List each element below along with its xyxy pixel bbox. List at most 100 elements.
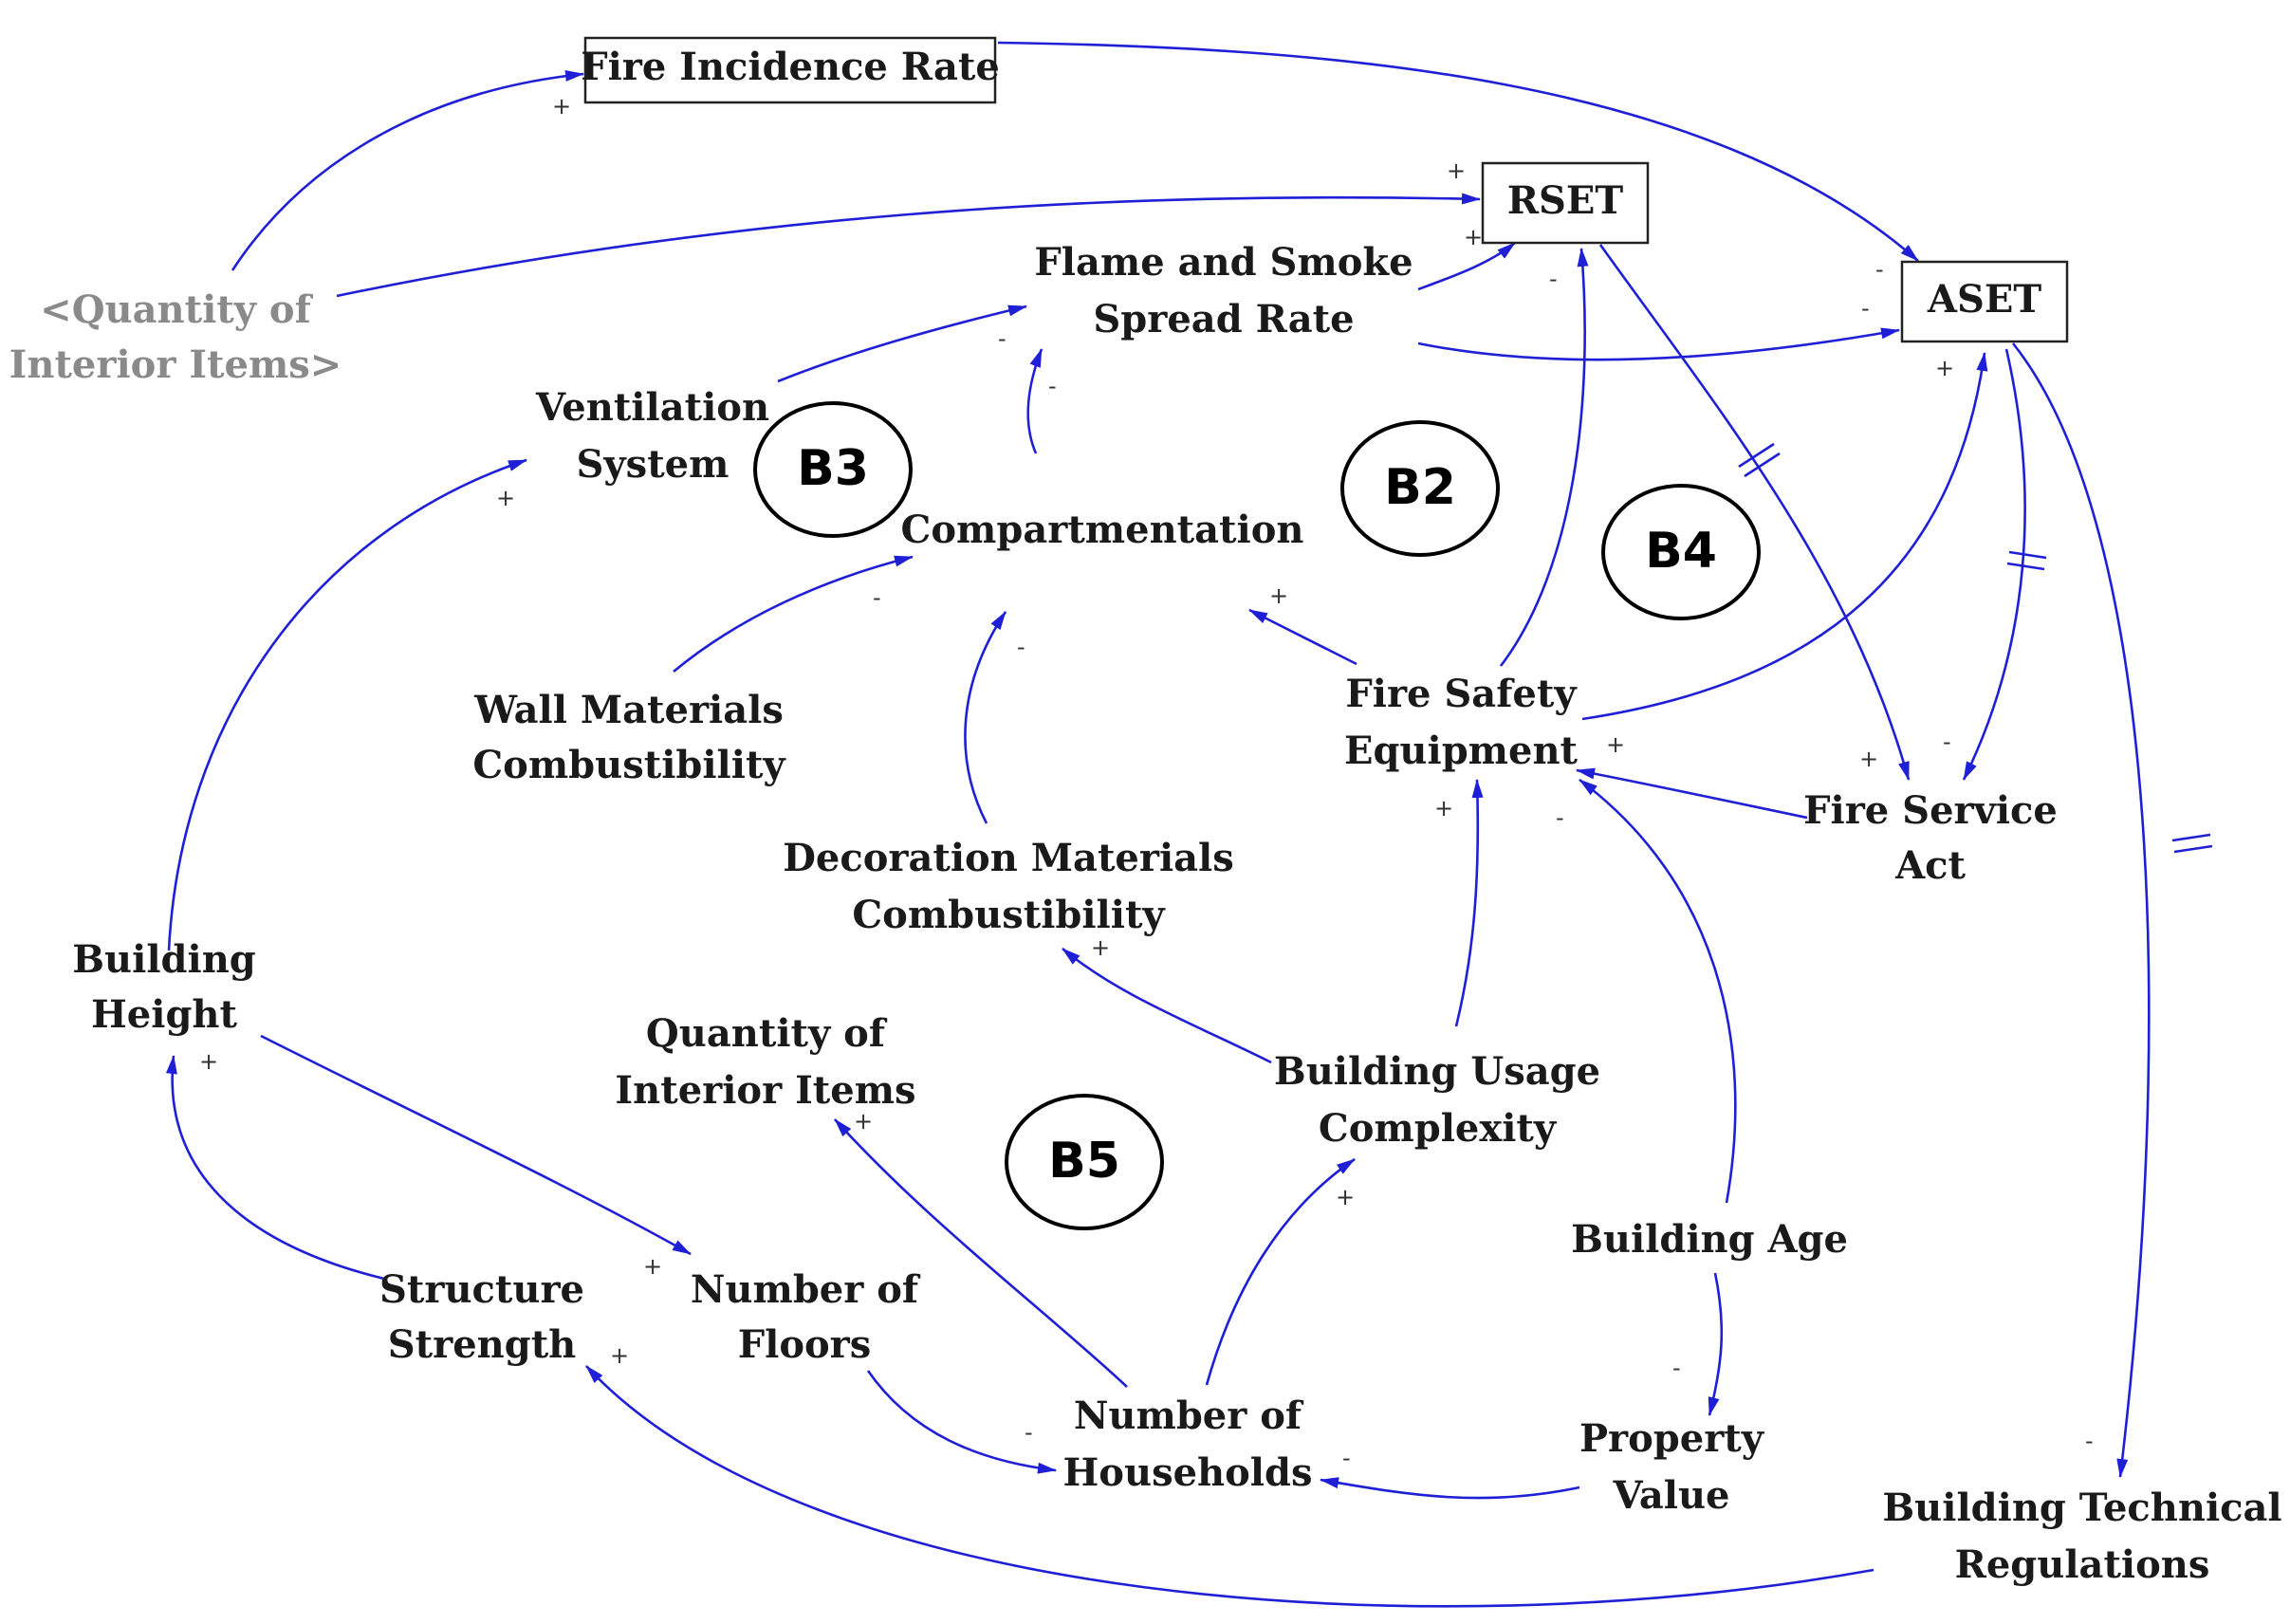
link-flame-to-rset	[1417, 241, 1516, 291]
variable-label: Households	[1063, 1450, 1313, 1495]
polarity-sign: +	[1464, 224, 1483, 250]
polarity-sign: +	[643, 1253, 662, 1280]
link-qty-to-fire-incidence	[231, 69, 584, 271]
variable-label: Property	[1579, 1416, 1765, 1461]
loop-circle	[753, 401, 913, 538]
link-property-to-households	[1320, 1477, 1580, 1500]
variable-label: Fire Safety	[1345, 672, 1578, 716]
variable-label: Flame and Smoke	[1034, 240, 1413, 285]
variable-label: Quantity of	[646, 1011, 888, 1056]
variable-label: Building	[72, 937, 256, 982]
polarity-sign: +	[1606, 731, 1625, 758]
variable-building-technical-regulations: Building Technical Regulations	[1882, 1486, 2281, 1587]
polarity-sign: -	[1672, 1355, 1681, 1381]
polarity-sign: -	[998, 325, 1006, 352]
delay-marks	[1738, 442, 2213, 854]
polarity-sign: +	[1336, 1184, 1355, 1210]
variable-property-value: Property Value	[1579, 1416, 1765, 1518]
polarity-sign: -	[1861, 295, 1870, 322]
link-wall-to-compartment	[673, 555, 914, 674]
polarity-sign: +	[1935, 355, 1954, 381]
polarity-sign: -	[1549, 266, 1558, 292]
loop-label: B4	[1645, 523, 1717, 580]
variable-label: System	[577, 442, 729, 487]
stock-fire-incidence-rate: Fire Incidence Rate	[581, 36, 1000, 104]
polarity-sign: -	[1048, 373, 1057, 399]
link-usage-to-decoration	[1062, 948, 1272, 1064]
delay-mark	[1738, 442, 1775, 469]
loop-label: B5	[1048, 1133, 1120, 1190]
link-aset-to-service-act	[1962, 348, 2026, 781]
loop-b3: B3	[753, 401, 913, 538]
polarity-sign: +	[496, 485, 515, 511]
delay-mark	[2171, 833, 2211, 842]
polarity-sign: -	[1017, 634, 1025, 660]
stock-box	[1481, 161, 1650, 245]
variable-label: Spread Rate	[1093, 297, 1354, 341]
variable-flame-and-smoke-spread-rate: Flame and Smoke Spread Rate	[1034, 240, 1413, 341]
stock-label: RSET	[1507, 178, 1624, 223]
link-households-to-usage	[1205, 1157, 1356, 1386]
link-usage-to-equipment	[1454, 779, 1484, 1027]
variable-label: Number of	[691, 1267, 921, 1312]
polarity-sign: +	[1859, 746, 1878, 772]
stock-aset: ASET	[1900, 260, 2069, 343]
variable-label: Regulations	[1955, 1542, 2210, 1587]
link-ventilation-to-flame	[777, 304, 1027, 383]
polarity-sign: -	[1342, 1445, 1351, 1471]
polarity-sign: -	[1943, 729, 1951, 755]
variable-structure-strength: Structure Strength	[379, 1267, 584, 1367]
link-service-act-to-equipment	[1576, 767, 1808, 820]
variable-fire-service-act: Fire Service Act	[1803, 788, 2058, 888]
delay-mark	[2006, 562, 2045, 571]
link-regulations-to-strength	[585, 1365, 1874, 1608]
variable-label: Floors	[738, 1322, 872, 1367]
variable-label: Building Technical	[1882, 1486, 2281, 1530]
variable-decoration-materials-combustibility: Decoration Materials Combustibility	[783, 836, 1234, 937]
variable-label: Height	[91, 992, 237, 1037]
variable-label: Number of	[1074, 1393, 1304, 1438]
loop-label: B3	[797, 440, 869, 497]
variable-quantity-of-interior-items-shadow: <Quantity of Interior Items>	[9, 287, 342, 387]
variable-number-of-households: Number of Households	[1063, 1393, 1313, 1495]
links	[165, 41, 2151, 1608]
polarity-signs: + - + + - - - - - + - + + - - + + + - - …	[199, 93, 2094, 1471]
link-height-to-floors	[260, 1034, 692, 1256]
link-equipment-to-rset	[1499, 248, 1589, 667]
variable-wall-materials-combustibility: Wall Materials Combustibility	[472, 688, 786, 787]
loop-circle	[1601, 484, 1761, 620]
variable-quantity-of-interior-items: Quantity of Interior Items	[615, 1011, 915, 1113]
link-equipment-to-aset	[1581, 352, 1988, 721]
loop-label: B2	[1384, 459, 1456, 516]
variable-compartmentation: Compartmentation	[901, 508, 1304, 552]
variable-building-age: Building Age	[1571, 1217, 1848, 1262]
variable-label: Structure	[379, 1267, 584, 1312]
link-equipment-to-compartment	[1248, 608, 1357, 666]
loop-circle	[1340, 420, 1500, 557]
polarity-sign: +	[1091, 934, 1110, 961]
link-households-to-quantity	[834, 1118, 1128, 1388]
stock-box	[583, 36, 997, 104]
variable-label: Building Usage	[1274, 1049, 1600, 1094]
link-rset-to-service-act	[1598, 244, 1911, 781]
polarity-sign: +	[1447, 157, 1466, 184]
link-height-to-ventilation	[167, 458, 527, 951]
variable-label: Complexity	[1319, 1106, 1558, 1151]
polarity-sign: -	[1875, 256, 1884, 283]
variable-label: <Quantity of	[40, 287, 313, 332]
link-aset-to-regulations	[2011, 342, 2151, 1478]
delay-mark	[2008, 550, 2047, 560]
delay-mark	[2173, 844, 2213, 854]
variable-label: Act	[1894, 843, 1966, 888]
loop-b4: B4	[1601, 484, 1761, 620]
polarity-sign: +	[1434, 795, 1453, 821]
polarity-sign: -	[873, 584, 881, 611]
variable-label: Combustibility	[852, 893, 1166, 937]
variable-label: Fire Service	[1803, 788, 2058, 833]
link-age-to-equipment	[1579, 778, 1737, 1204]
variable-label: Combustibility	[472, 743, 786, 787]
delay-mark	[1744, 452, 1781, 478]
stock-rset: RSET	[1481, 161, 1650, 245]
variable-label: Decoration Materials	[783, 836, 1234, 880]
variable-label: Equipment	[1344, 729, 1579, 773]
